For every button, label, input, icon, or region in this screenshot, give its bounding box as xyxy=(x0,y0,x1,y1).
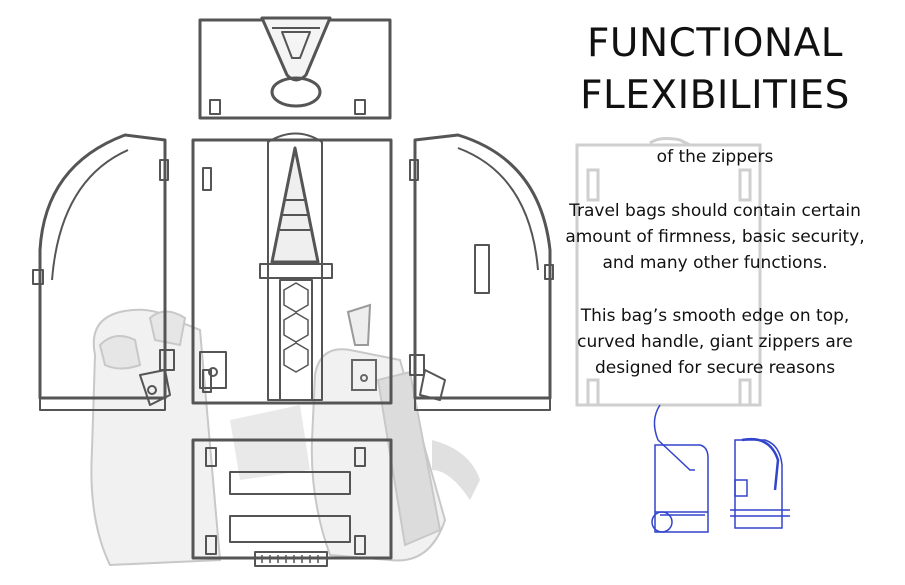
faded-right-panel xyxy=(575,137,762,407)
right-open-panel-drawing xyxy=(409,133,554,411)
page-subtitle: of the zippers xyxy=(656,147,774,167)
paragraph-2-line-3: designed for secure reasons xyxy=(594,358,836,378)
paragraph-1-line-2: amount of firmness, basic security, xyxy=(565,227,865,247)
top-panel-drawing xyxy=(198,16,392,120)
blue-pencil-sketch-left xyxy=(651,404,709,533)
description-paragraph-2: This bag’s smooth edge on top, curved ha… xyxy=(545,303,885,381)
description-paragraph-1: Travel bags should contain certain amoun… xyxy=(545,198,885,276)
paragraph-2-line-1: This bag’s smooth edge on top, xyxy=(580,306,850,326)
center-panel-drawing xyxy=(191,132,393,405)
paragraph-2-line-2: curved handle, giant zippers are xyxy=(577,332,853,352)
paragraph-1-line-1: Travel bags should contain certain xyxy=(569,201,861,221)
title-line-2: FLEXIBILITIES xyxy=(580,73,850,118)
page-title: FUNCTIONAL FLEXIBILITIES xyxy=(555,18,875,122)
faded-bag-rendering xyxy=(90,308,480,567)
title-line-1: FUNCTIONAL xyxy=(587,21,843,66)
blue-pencil-sketch-right xyxy=(730,437,790,529)
paragraph-1-line-3: and many other functions. xyxy=(602,253,828,273)
left-panel-drawing xyxy=(32,133,175,411)
bottom-panel-drawing xyxy=(191,438,393,567)
zipper-pull-sketch xyxy=(346,303,377,391)
